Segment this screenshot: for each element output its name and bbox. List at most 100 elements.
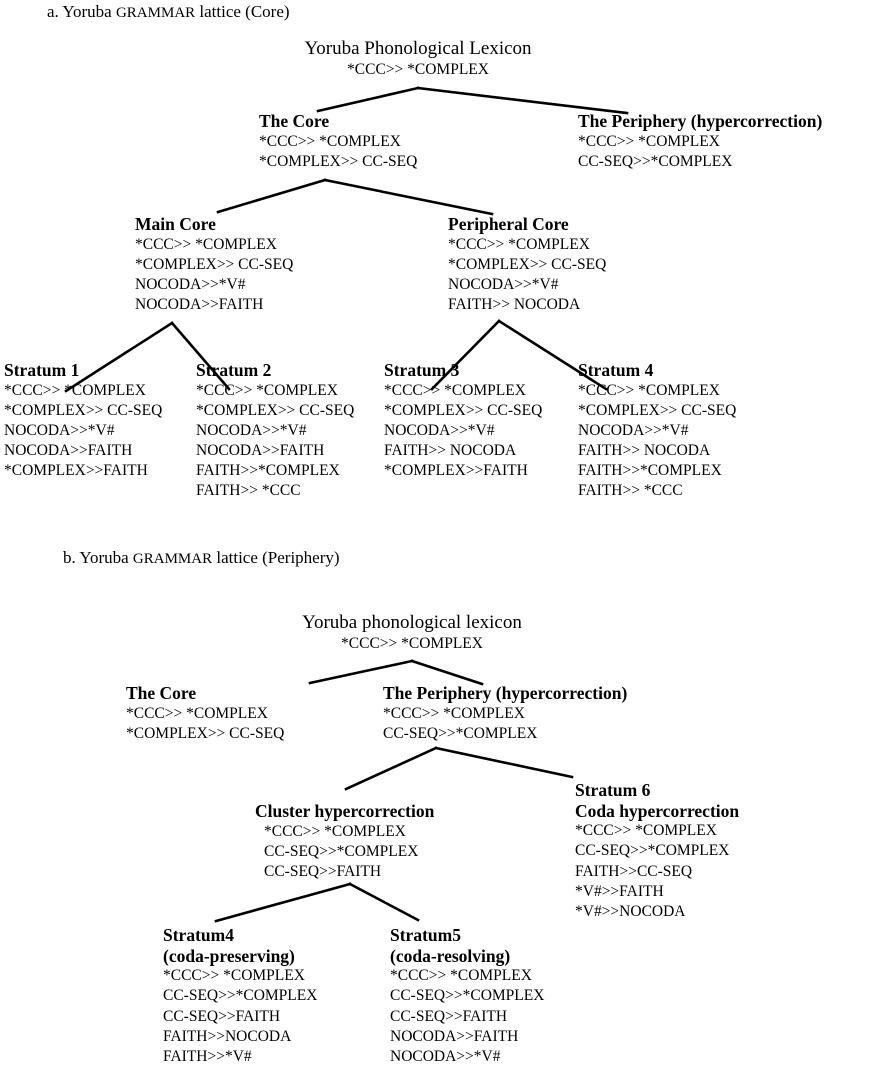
node-a-stratum-3-constraint-0: *CCC>> *COMPLEX: [384, 381, 526, 399]
node-b-coda-hypercorrection-constraint-1: CC-SEQ>>*COMPLEX: [575, 842, 730, 860]
node-a-stratum-2-constraint-3: NOCODA>>FAITH: [196, 442, 325, 460]
node-b-stratum-5-constraint-0: *CCC>> *COMPLEX: [390, 967, 532, 985]
node-b-stratum-5-title: Stratum5: [390, 925, 461, 945]
node-a-peripheral-core-constraint-3: FAITH>> NOCODA: [448, 296, 581, 314]
node-a-peripheral-core-title: Peripheral Core: [448, 214, 569, 234]
node-a-the-core-title: The Core: [259, 111, 330, 131]
edge-a-core-peripheralcore: [323, 178, 494, 216]
node-a-peripheral-core-constraint-2: NOCODA>>*V#: [448, 275, 559, 293]
node-a-the-core: The Core *CCC>> *COMPLEX *COMPLEX>> CC-S…: [259, 111, 417, 172]
panel-b-caption-pre: Yoruba: [79, 548, 129, 567]
node-b-coda-hypercorrection-title: Coda hypercorrection: [575, 800, 740, 821]
node-b-the-core: The Core *CCC>> *COMPLEX *COMPLEX>> CC-S…: [126, 683, 284, 744]
node-b-the-core-title: The Core: [126, 683, 197, 703]
node-b-stratum-5-constraint-2: CC-SEQ>>FAITH: [390, 1007, 508, 1025]
edge-b-cluster-s4: [214, 882, 352, 923]
panel-a-caption: a. Yoruba GRAMMAR lattice (Core): [47, 2, 290, 22]
panel-b-caption-smallcaps: GRAMMAR: [132, 551, 213, 567]
node-a-main-core-constraint-3: NOCODA>>FAITH: [135, 296, 264, 314]
node-a-root-constraint-0: *CCC>> *COMPLEX: [347, 61, 489, 79]
node-a-stratum-4-title: Stratum 4: [578, 360, 654, 380]
node-a-stratum-1-constraint-2: NOCODA>>*V#: [4, 421, 115, 439]
node-a-stratum-3-constraint-3: FAITH>> NOCODA: [384, 442, 517, 460]
node-b-the-periphery-title: The Periphery (hypercorrection): [383, 683, 628, 703]
node-a-peripheral-core: Peripheral Core *CCC>> *COMPLEX *COMPLEX…: [448, 214, 606, 315]
node-b-coda-hypercorrection: Stratum 6 Coda hypercorrection *CCC>> *C…: [575, 780, 739, 922]
node-a-stratum-4-constraint-0: *CCC>> *COMPLEX: [578, 381, 720, 399]
node-a-main-core-constraint-2: NOCODA>>*V#: [135, 275, 246, 293]
node-a-stratum-3-constraint-1: *COMPLEX>> CC-SEQ: [384, 401, 543, 419]
node-a-stratum-1-constraint-3: NOCODA>>FAITH: [4, 442, 133, 460]
node-b-the-periphery-constraint-0: *CCC>> *COMPLEX: [383, 704, 525, 722]
node-a-main-core: Main Core *CCC>> *COMPLEX *COMPLEX>> CC-…: [135, 214, 293, 315]
node-a-stratum-2-constraint-5: FAITH>> *CCC: [196, 482, 301, 500]
node-a-the-core-constraint-0: *CCC>> *COMPLEX: [259, 132, 401, 150]
node-a-stratum-4-constraint-2: NOCODA>>*V#: [578, 421, 689, 439]
edge-b-cluster-s5: [348, 882, 420, 922]
panel-a-caption-pre: Yoruba: [62, 2, 112, 21]
node-a-root: Yoruba Phonological Lexicon *CCC>> *COMP…: [268, 38, 568, 81]
node-a-stratum-1-title: Stratum 1: [4, 360, 80, 380]
node-b-root-constraint-0: *CCC>> *COMPLEX: [341, 635, 483, 653]
node-b-stratum-4-constraint-3: FAITH>>NOCODA: [163, 1027, 292, 1045]
node-b-cluster-hypercorrection-constraint-0: *CCC>> *COMPLEX: [264, 822, 406, 840]
node-a-stratum-2-constraint-0: *CCC>> *COMPLEX: [196, 381, 338, 399]
node-b-stratum-4-constraint-1: CC-SEQ>>*COMPLEX: [163, 987, 318, 1005]
edge-b-root-periphery: [410, 659, 484, 686]
node-a-stratum-1-constraint-1: *COMPLEX>> CC-SEQ: [4, 401, 163, 419]
node-b-the-periphery-constraint-1: CC-SEQ>>*COMPLEX: [383, 724, 538, 742]
node-a-stratum-1-constraint-0: *CCC>> *COMPLEX: [4, 381, 146, 399]
node-b-stratum-4-constraint-0: *CCC>> *COMPLEX: [163, 967, 305, 985]
node-b-root-title: Yoruba phonological lexicon: [302, 612, 522, 633]
node-a-stratum-4-constraint-3: FAITH>> NOCODA: [578, 442, 711, 460]
node-a-stratum-3-title: Stratum 3: [384, 360, 460, 380]
node-b-stratum-4-constraint-4: FAITH>>*V#: [163, 1047, 252, 1065]
node-b-cluster-hypercorrection-constraint-1: CC-SEQ>>*COMPLEX: [264, 842, 419, 860]
panel-b-caption-label: b.: [63, 548, 76, 567]
edge-b-periphery-coda: [434, 746, 574, 779]
node-a-stratum-4-constraint-5: FAITH>> *CCC: [578, 482, 683, 500]
node-a-root-title: Yoruba Phonological Lexicon: [304, 38, 532, 59]
node-b-the-periphery: The Periphery (hypercorrection) *CCC>> *…: [383, 683, 627, 744]
node-b-coda-hypercorrection-stratum-label: Stratum 6: [575, 780, 651, 800]
node-b-cluster-hypercorrection-title: Cluster hypercorrection: [255, 801, 435, 821]
node-b-stratum-5: Stratum5 (coda-resolving) *CCC>> *COMPLE…: [390, 925, 544, 1067]
edge-a-root-periphery: [416, 86, 629, 115]
node-a-stratum-4-constraint-1: *COMPLEX>> CC-SEQ: [578, 401, 737, 419]
node-b-stratum-4-title: Stratum4: [163, 925, 234, 945]
node-a-the-periphery-title: The Periphery (hypercorrection): [578, 111, 823, 131]
node-a-the-core-constraint-1: *COMPLEX>> CC-SEQ: [259, 152, 418, 170]
node-b-stratum-5-subtitle: (coda-resolving): [390, 945, 511, 966]
panel-b-caption-post: lattice (Periphery): [216, 548, 340, 567]
node-b-stratum-5-constraint-3: NOCODA>>FAITH: [390, 1027, 519, 1045]
node-a-stratum-4-constraint-4: FAITH>>*COMPLEX: [578, 462, 722, 480]
node-a-stratum-3-constraint-2: NOCODA>>*V#: [384, 421, 495, 439]
node-b-the-core-constraint-0: *CCC>> *COMPLEX: [126, 704, 268, 722]
node-a-main-core-constraint-1: *COMPLEX>> CC-SEQ: [135, 255, 294, 273]
node-b-coda-hypercorrection-constraint-2: FAITH>>CC-SEQ: [575, 862, 693, 880]
node-a-the-periphery-constraint-1: CC-SEQ>>*COMPLEX: [578, 152, 733, 170]
node-a-stratum-2: Stratum 2 *CCC>> *COMPLEX *COMPLEX>> CC-…: [196, 360, 354, 501]
node-a-stratum-1-constraint-4: *COMPLEX>>FAITH: [4, 462, 148, 480]
edge-a-root-core: [316, 86, 420, 113]
node-a-stratum-3: Stratum 3 *CCC>> *COMPLEX *COMPLEX>> CC-…: [384, 360, 542, 481]
node-b-coda-hypercorrection-constraint-0: *CCC>> *COMPLEX: [575, 822, 717, 840]
node-b-stratum-4: Stratum4 (coda-preserving) *CCC>> *COMPL…: [163, 925, 317, 1067]
node-a-the-periphery-constraint-0: *CCC>> *COMPLEX: [578, 132, 720, 150]
node-a-main-core-constraint-0: *CCC>> *COMPLEX: [135, 235, 277, 253]
node-b-coda-hypercorrection-constraint-4: *V#>>NOCODA: [575, 902, 686, 920]
node-a-stratum-2-constraint-2: NOCODA>>*V#: [196, 421, 307, 439]
edge-b-periphery-cluster: [344, 746, 438, 791]
node-a-peripheral-core-constraint-0: *CCC>> *COMPLEX: [448, 235, 590, 253]
panel-a-caption-smallcaps: GRAMMAR: [115, 5, 196, 21]
edge-b-root-core: [308, 659, 414, 685]
node-b-stratum-5-constraint-4: NOCODA>>*V#: [390, 1047, 501, 1065]
panel-a-caption-label: a.: [47, 2, 59, 21]
node-a-peripheral-core-constraint-1: *COMPLEX>> CC-SEQ: [448, 255, 607, 273]
node-b-stratum-4-subtitle: (coda-preserving): [163, 945, 295, 966]
panel-b-caption: b. Yoruba GRAMMAR lattice (Periphery): [63, 548, 340, 568]
node-a-stratum-2-constraint-1: *COMPLEX>> CC-SEQ: [196, 401, 355, 419]
node-b-stratum-4-constraint-2: CC-SEQ>>FAITH: [163, 1007, 281, 1025]
node-b-coda-hypercorrection-constraint-3: *V#>>FAITH: [575, 882, 664, 900]
